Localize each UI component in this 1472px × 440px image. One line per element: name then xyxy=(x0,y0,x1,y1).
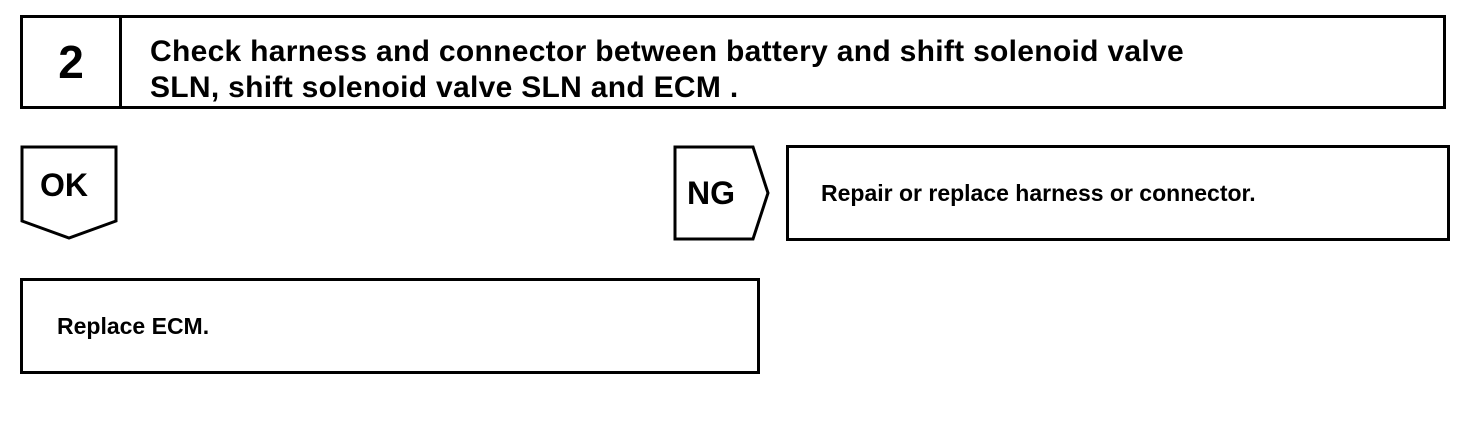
step-title-line-1: Check harness and connector between batt… xyxy=(150,35,1185,68)
ng-action-text: Repair or replace harness or connector. xyxy=(821,179,1256,206)
ok-action-text: Replace ECM. xyxy=(57,312,210,339)
ok-label: OK xyxy=(40,167,88,203)
ng-branch-tag: NG xyxy=(673,145,773,241)
ng-label: NG xyxy=(687,175,735,211)
step-number: 2 xyxy=(23,18,122,106)
down-arrow-tag-icon xyxy=(20,145,118,240)
step-title-line-2: SLN, shift solenoid valve SLN and ECM . xyxy=(150,71,739,104)
step-header: 2 Check harness and connector between ba… xyxy=(20,15,1446,109)
step-title: Check harness and connector between batt… xyxy=(122,18,1443,106)
ok-branch-tag: OK xyxy=(20,145,120,241)
ok-action-box: Replace ECM. xyxy=(20,278,760,374)
ng-action-box: Repair or replace harness or connector. xyxy=(786,145,1450,241)
right-arrow-tag-icon xyxy=(673,145,770,241)
